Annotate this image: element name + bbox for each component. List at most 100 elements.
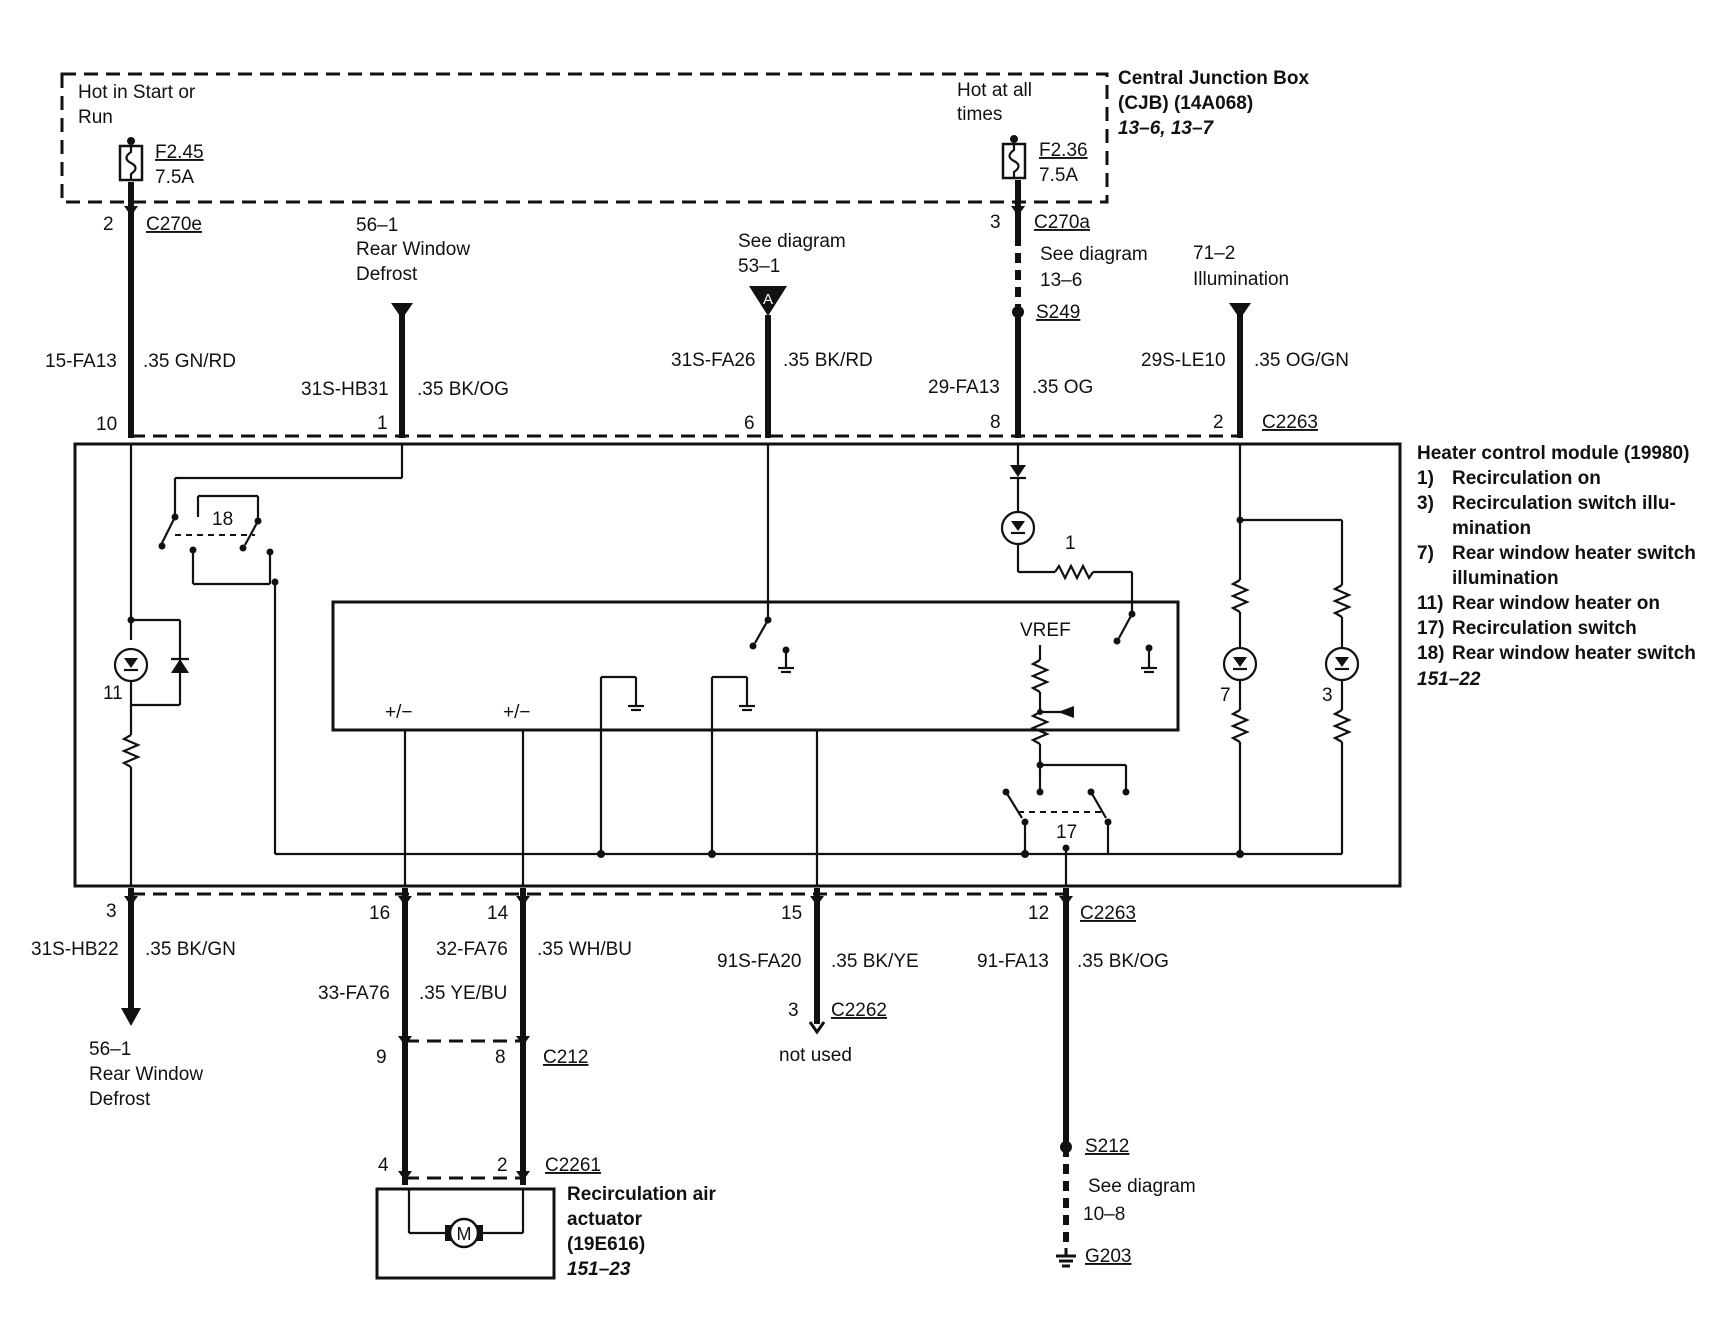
cjb-left-power-label: Hot in Start or <box>78 82 196 103</box>
circuit-29s-le10: 29S-LE10 <box>1141 350 1226 371</box>
fuse-f2-45: F2.45 7.5A <box>118 137 204 188</box>
svg-text:Rear window heater switch: Rear window heater switch <box>1452 643 1696 664</box>
connector-c2263-bottom: C2263 <box>1080 903 1136 924</box>
pin-1: 1 <box>377 413 388 434</box>
actuator-title-2: actuator <box>567 1209 643 1230</box>
switch-18-label: 18 <box>212 509 233 530</box>
circuit-91-fa13: 91-FA13 <box>977 951 1049 972</box>
recirculation-air-actuator: M Recirculation air actuator (19E616) 15… <box>375 1184 716 1280</box>
connector-c212: C212 <box>543 1047 588 1068</box>
circuit-91s-fa20: 91S-FA20 <box>717 951 802 972</box>
heater-control-module: VREF +/− +/− 11 <box>73 442 1402 888</box>
svg-text:Recirculation switch: Recirculation switch <box>1452 618 1637 639</box>
see-diagram-13-6: See diagram <box>1040 244 1148 265</box>
svg-text:11): 11) <box>1417 593 1443 614</box>
wire-29s-le10: 71–2 Illumination 29S-LE10 .35 OG/GN 2 C… <box>1141 243 1349 438</box>
wire-32-fa76: 14 32-FA76 .35 WH/BU 8 C212 2 C2261 <box>436 888 632 1185</box>
led-11 <box>113 647 149 683</box>
ground-g203: G203 <box>1085 1246 1131 1267</box>
cjb-right-power-label: Hot at all <box>957 80 1032 101</box>
gauge-bk-og: .35 BK/OG <box>417 379 509 400</box>
led-7-label: 7 <box>1220 685 1231 706</box>
svg-text:Recirculation switch illu-: Recirculation switch illu- <box>1452 493 1676 514</box>
legend-row-18: 18) Rear window heater switch <box>1417 643 1696 664</box>
module-legend: Heater control module (19980) 1) Recircu… <box>1417 443 1696 690</box>
circuit-33-fa76: 33-FA76 <box>318 983 390 1004</box>
wire-31s-hb22: 3 31S-HB22 .35 BK/GN 56–1 Rear Window De… <box>31 888 236 1110</box>
gauge-og: .35 OG <box>1032 377 1093 398</box>
pin-14: 14 <box>487 903 509 924</box>
fuse-f2-36: F2.36 7.5A <box>1001 135 1088 186</box>
pin-15: 15 <box>781 903 802 924</box>
led-1-label: 1 <box>1065 533 1076 554</box>
ref-56-1-bottom: 56–1 <box>89 1039 131 1060</box>
svg-text:Rear window heater switch: Rear window heater switch <box>1452 543 1696 564</box>
cjb-title-2: (CJB) (14A068) <box>1118 93 1253 114</box>
wire-31s-hb31: 56–1 Rear Window Defrost 31S-HB31 .35 BK… <box>301 215 509 438</box>
pin-3-top: 3 <box>990 212 1001 233</box>
motor-symbol: M <box>457 1224 472 1244</box>
circuit-31s-hb22: 31S-HB22 <box>31 939 119 960</box>
svg-text:7): 7) <box>1417 543 1434 564</box>
gauge-bk-og-bottom: .35 BK/OG <box>1077 951 1169 972</box>
actuator-title: Recirculation air <box>567 1184 716 1205</box>
ref-defrost: Defrost <box>356 264 418 285</box>
connector-c2261: C2261 <box>545 1155 601 1176</box>
switch-18: 18 <box>175 494 279 854</box>
svg-text:Recirculation on: Recirculation on <box>1452 468 1601 489</box>
module-outline <box>73 442 1402 888</box>
gauge-ye-bu: .35 YE/BU <box>419 983 507 1004</box>
module-ref: 151–22 <box>1417 669 1481 690</box>
gauge-bk-ye: .35 BK/YE <box>831 951 919 972</box>
fuse-left-rating: 7.5A <box>155 167 194 188</box>
led-3 <box>1324 646 1360 682</box>
actuator-box <box>375 1187 556 1280</box>
connector-c2263-top: C2263 <box>1262 412 1318 433</box>
svg-text:17): 17) <box>1417 618 1444 639</box>
legend-row-1: 1) Recirculation on <box>1417 468 1601 489</box>
wire-15-fa13: 2 C270e 15-FA13 .35 GN/RD 10 <box>45 182 236 438</box>
fuse-left-id: F2.45 <box>155 142 204 163</box>
gauge-bk-gn: .35 BK/GN <box>145 939 236 960</box>
plus-minus-1: +/− <box>385 702 412 723</box>
pin-6: 6 <box>744 413 755 434</box>
not-used-label: not used <box>779 1045 852 1066</box>
connector-c2262: C2262 <box>831 1000 887 1021</box>
gauge-gn-rd: .35 GN/RD <box>143 351 236 372</box>
cjb-ref: 13–6, 13–7 <box>1118 118 1215 139</box>
diagram-13-6: 13–6 <box>1040 270 1082 291</box>
pin-10: 10 <box>96 414 117 435</box>
ground-icon <box>1056 1248 1076 1268</box>
vref-label: VREF <box>1020 620 1071 641</box>
diagram-10-8: 10–8 <box>1083 1204 1125 1225</box>
see-diagram-53-1: See diagram <box>738 231 846 252</box>
ref-rear-window-bottom: Rear Window <box>89 1064 203 1085</box>
plus-minus-2: +/− <box>503 702 530 723</box>
svg-text:illumination: illumination <box>1452 568 1559 589</box>
pin-2: 2 <box>103 214 114 235</box>
fuse-right-id: F2.36 <box>1039 140 1088 161</box>
module-title: Heater control module (19980) <box>1417 443 1689 464</box>
led-11-label: 11 <box>103 683 123 704</box>
ref-56-1: 56–1 <box>356 215 398 236</box>
ref-illumination: Illumination <box>1193 269 1289 290</box>
legend-row-7: 7) Rear window heater switch illuminatio… <box>1417 543 1696 589</box>
module-inner-block <box>331 600 1180 732</box>
fuse-right-rating: 7.5A <box>1039 165 1078 186</box>
led-3-label: 3 <box>1322 685 1333 706</box>
pin-12: 12 <box>1028 903 1049 924</box>
cjb-right-power-label-2: times <box>957 104 1002 125</box>
cjb-title: Central Junction Box <box>1118 68 1310 89</box>
circuit-31s-fa26: 31S-FA26 <box>671 350 756 371</box>
pin-16: 16 <box>369 903 390 924</box>
ref-rear-window: Rear Window <box>356 239 470 260</box>
pin-2-c2261: 2 <box>497 1155 508 1176</box>
gauge-wh-bu: .35 WH/BU <box>537 939 632 960</box>
cjb-left-power-label-2: Run <box>78 107 113 128</box>
ref-71-2: 71–2 <box>1193 243 1235 264</box>
pin-9: 9 <box>376 1047 387 1068</box>
connector-c270e: C270e <box>146 214 202 235</box>
ref-defrost-bottom: Defrost <box>89 1089 151 1110</box>
wire-31s-fa26: A See diagram 53–1 31S-FA26 .35 BK/RD 6 <box>671 231 873 438</box>
